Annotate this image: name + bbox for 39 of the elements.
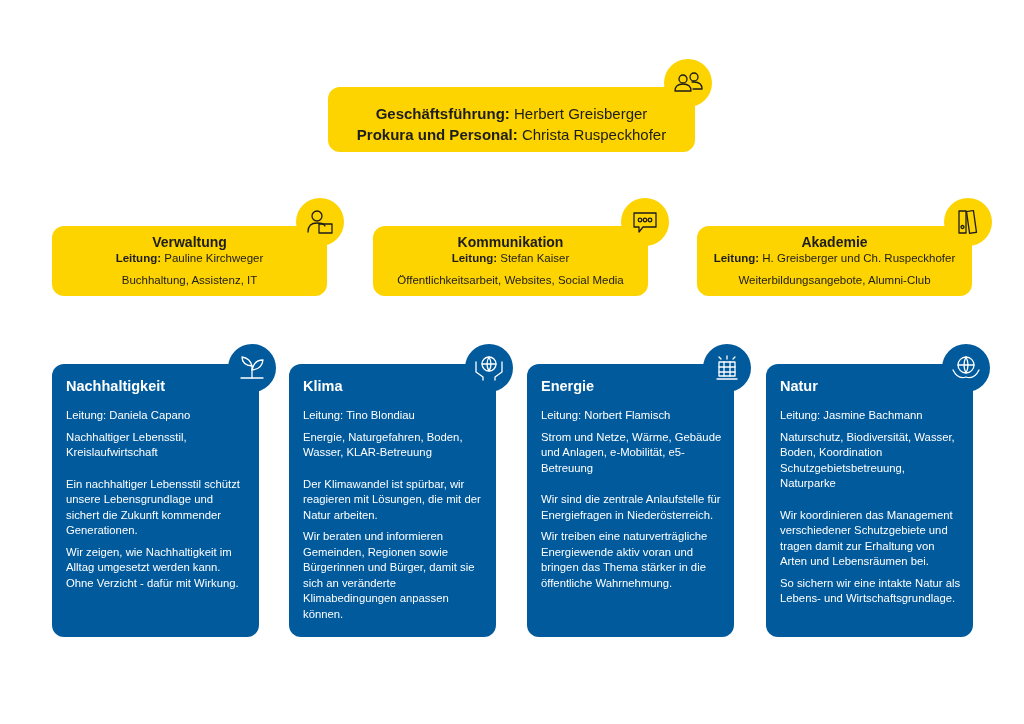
management-box — [328, 87, 695, 152]
description-text: Wir zeigen, wie Nachhaltigkeit im Alltag umgesetzt werden kann. Ohne Verzicht - dafür mit Wirkung. — [66, 544, 240, 591]
head-line: Leitung: Daniela Capano — [66, 408, 192, 423]
description-text: Der Klimawandel ist spürbar, wir reagieren mit Lösungen, die mit der Natur arbeiten. — [303, 476, 482, 523]
task-text: Strom und Netze, Wärme, Gebäude und Anlagen, e-Mobilität, e5-Betreuung — [541, 429, 722, 476]
head-line: Leitung: Jasmine Bachmann — [780, 408, 924, 423]
head-line: Leitung: Norbert Flamisch — [541, 408, 672, 423]
unit-title: Akademie — [800, 234, 869, 251]
department-card — [52, 364, 259, 637]
description-text: Wir beraten und informieren Gemeinden, Regionen sowie Bürgerinnen und Bürger, damit sie sich an veränderte Klimabedingungen anpassen können. — [303, 529, 476, 622]
description-text: Wir sind die zentrale Anlaufstelle für Energiefragen in Niederösterreich. — [541, 492, 722, 523]
head-line: Leitung: Stefan Kaiser — [450, 251, 571, 265]
task-text: Öffentlichkeitsarbeit, Websites, Social Media — [396, 273, 625, 287]
description-text: Ein nachhaltiger Lebensstil schützt unsere Lebensgrundlage und sichert die Zukunft kommender Generationen. — [66, 476, 241, 538]
unit-box — [52, 226, 327, 296]
head-line: Leitung: Pauline Kirchweger — [114, 251, 265, 265]
unit-title: Natur — [780, 377, 819, 395]
department-card — [289, 364, 496, 637]
head-line: Leitung: H. Greisberger und Ch. Ruspeckhofer — [712, 251, 957, 265]
unit-box — [697, 226, 972, 296]
description-text: Wir treiben eine naturverträgliche Energiewende aktiv voran und bringen das Thema stärker in die öffentliche Wahrnehmung. — [541, 529, 709, 591]
role-line: Geschäftsführung: Herbert Greisberger — [374, 104, 649, 124]
unit-title: Klima — [303, 377, 344, 395]
description-text: So sichern wir eine intakte Natur als Lebens- und Wirtschaftsgrundlage. — [780, 575, 961, 606]
unit-title: Verwaltung — [151, 234, 228, 251]
role-line: Prokura und Personal: Christa Ruspeckhofer — [355, 125, 668, 145]
unit-title: Nachhaltigkeit — [66, 377, 167, 395]
unit-title: Kommunikation — [456, 234, 565, 251]
task-text: Weiterbildungsangebote, Alumni-Club — [737, 273, 932, 287]
head-line: Leitung: Tino Blondiau — [303, 408, 416, 423]
task-text: Buchhaltung, Assistenz, IT — [120, 273, 259, 287]
task-text: Energie, Naturgefahren, Boden, Wasser, KLAR-Betreuung — [303, 429, 464, 460]
department-card — [527, 364, 734, 637]
department-card — [766, 364, 973, 637]
unit-title: Energie — [541, 377, 596, 395]
unit-box — [373, 226, 648, 296]
task-text: Naturschutz, Biodiversität, Wasser, Boden, Koordination Schutzgebietsbetreuung, Naturparke — [780, 429, 956, 491]
description-text: Wir koordinieren das Management verschiedener Schutzgebiete und tragen damit zur Erhaltung von Arten und Lebensräumen bei. — [780, 507, 954, 569]
task-text: Nachhaltiger Lebensstil, Kreislaufwirtschaft — [66, 429, 188, 460]
